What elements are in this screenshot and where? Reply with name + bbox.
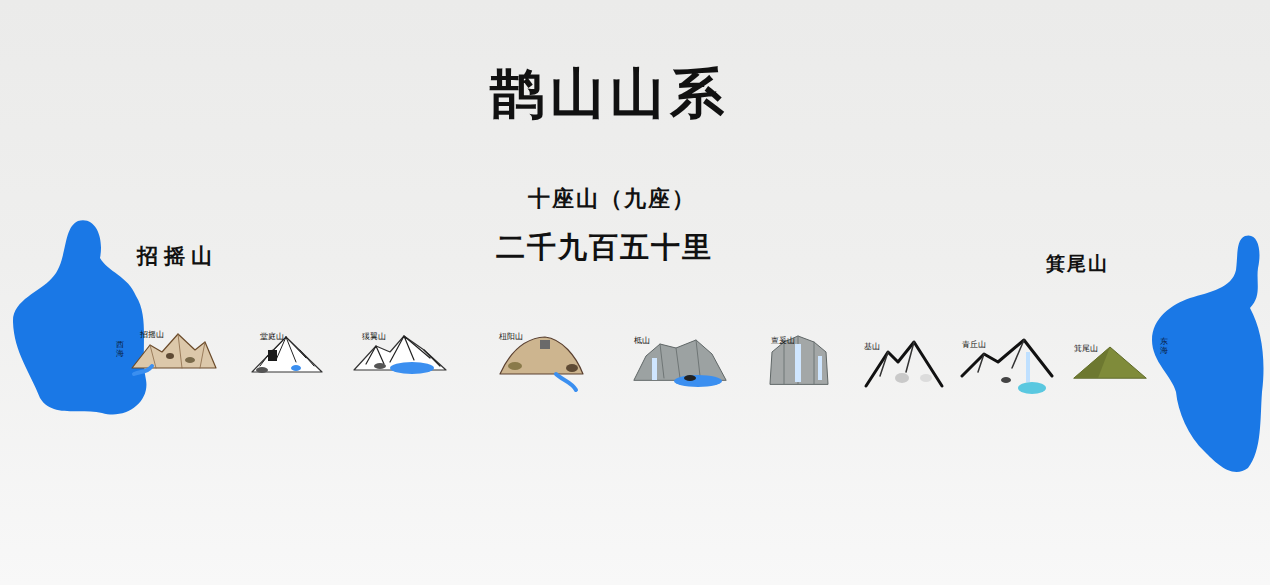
mountain-figure: 柢山 <box>630 328 728 390</box>
illustration-stroke <box>1018 382 1046 394</box>
mountain-name: 猨翼山 <box>350 332 386 342</box>
illustration-stroke <box>1001 377 1011 383</box>
illustration-stroke <box>268 350 277 361</box>
sea-name: 东海 <box>1160 338 1168 356</box>
distance-subtitle: 二千九百五十里 <box>496 228 713 268</box>
mountain-figure: 堂庭山 <box>246 324 324 380</box>
illustration-stroke <box>684 375 696 381</box>
illustration-stroke <box>556 374 576 390</box>
end-mountain-label: 箕尾山 <box>1046 251 1109 277</box>
diagram-title: 鹊山山系 <box>490 58 730 131</box>
sea-outline <box>1146 230 1268 480</box>
mountain-illustration <box>1070 336 1148 382</box>
sea-region: 西海 <box>8 215 158 427</box>
illustration-stroke <box>185 357 195 363</box>
illustration-stroke <box>150 334 205 368</box>
mountain-figure: 猨翼山 <box>350 324 448 378</box>
illustration-stroke <box>1026 352 1030 382</box>
illustration-stroke <box>540 340 550 349</box>
mountain-name: 亶爰山 <box>765 336 795 346</box>
illustration-stroke <box>895 373 909 383</box>
mountain-figure: 杻阳山 <box>495 324 587 392</box>
illustration-stroke <box>256 367 268 373</box>
illustration-stroke <box>500 337 583 374</box>
mountain-name: 招摇山 <box>128 330 164 340</box>
illustration-stroke <box>13 220 146 414</box>
illustration-stroke <box>1152 235 1264 472</box>
illustration-stroke <box>374 363 386 369</box>
illustration-stroke <box>291 365 301 371</box>
mountain-name: 基山 <box>862 342 880 352</box>
illustration-stroke <box>252 337 322 372</box>
illustration-stroke <box>795 344 801 382</box>
mountain-illustration <box>246 324 324 380</box>
mountain-name: 柢山 <box>630 336 650 346</box>
illustration-stroke <box>134 366 152 374</box>
mountain-figure: 招摇山 <box>128 322 220 377</box>
illustration-stroke <box>566 364 578 372</box>
illustration-stroke <box>818 356 822 380</box>
illustration-stroke <box>260 337 314 366</box>
mountain-name: 青丘山 <box>958 340 986 350</box>
mountain-name: 堂庭山 <box>246 332 284 342</box>
illustration-stroke <box>660 340 700 378</box>
mountain-name: 箕尾山 <box>1070 344 1098 354</box>
illustration-stroke <box>132 334 216 368</box>
mountain-name: 杻阳山 <box>495 332 523 342</box>
sea-outline <box>8 215 158 427</box>
illustration-stroke <box>880 342 914 376</box>
sea-region: 东海 <box>1146 230 1268 480</box>
illustration-stroke <box>634 340 726 380</box>
mountain-figure: 基山 <box>862 334 944 390</box>
count-subtitle: 十座山（九座） <box>528 184 696 214</box>
mountain-figure: 青丘山 <box>958 332 1054 398</box>
illustration-stroke <box>674 375 722 387</box>
illustration-stroke <box>508 362 522 370</box>
sea-name: 西海 <box>116 341 124 359</box>
illustration-stroke <box>920 374 932 382</box>
mountain-figure: 箕尾山 <box>1070 336 1148 382</box>
illustration-stroke <box>166 353 174 359</box>
illustration-stroke <box>652 358 657 380</box>
start-mountain-label: 招摇山 <box>137 242 218 270</box>
illustration-stroke <box>390 362 434 374</box>
mountain-figure: 亶爰山 <box>765 328 831 388</box>
